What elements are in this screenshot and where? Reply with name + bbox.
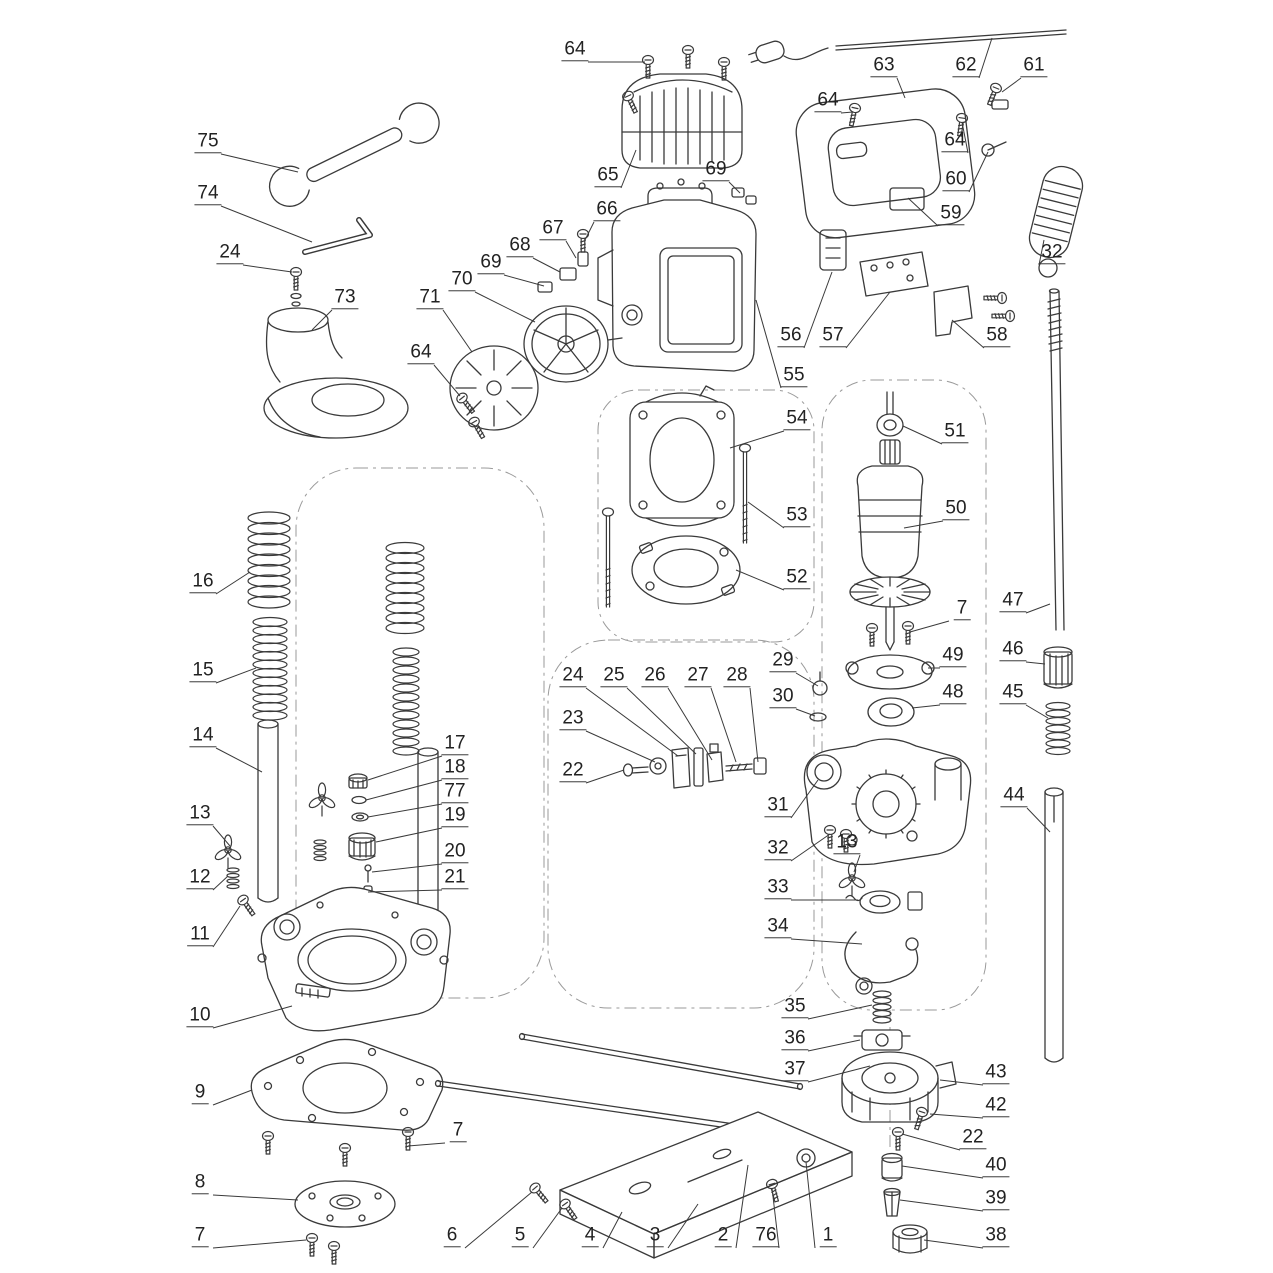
handwheel-part (523, 305, 623, 383)
hardware-decor (213, 44, 1071, 1265)
sub-base-part (250, 1038, 444, 1131)
speed-control-parts (622, 743, 767, 789)
threaded-rod-part (1047, 288, 1065, 631)
switch-parts (537, 187, 757, 293)
motor-housing-part (597, 178, 757, 372)
edge-guide-part (559, 1111, 853, 1259)
handle-assembly-part (748, 29, 1067, 337)
collet-parts (881, 1152, 928, 1254)
armature-part (849, 391, 931, 651)
router-base-part (257, 886, 451, 1032)
motor-cage-part (841, 1051, 957, 1123)
hex-key-part (302, 217, 373, 255)
lower-bearing-part (845, 890, 923, 914)
left-column-part (257, 719, 279, 903)
stator-ring-part (631, 535, 741, 605)
motor-cap-part (621, 73, 743, 169)
gear-housing-part (803, 738, 972, 866)
fan-cover-part (449, 345, 539, 431)
wrench-part (268, 102, 440, 207)
small-cap-parts (809, 671, 828, 722)
side-grip-part (1028, 165, 1084, 278)
adjust-knob-part (1043, 646, 1073, 689)
stator-part (629, 385, 735, 527)
round-plate-part (294, 1180, 396, 1228)
bearing-plate-part (845, 654, 935, 690)
leader-lines (212, 37, 1051, 1249)
spindle-hook-part (844, 931, 919, 995)
ball-bearing-part (867, 697, 915, 727)
guide-column-part (1044, 787, 1064, 1063)
dust-hood-part (263, 292, 409, 439)
depth-stop-parts (348, 773, 376, 899)
